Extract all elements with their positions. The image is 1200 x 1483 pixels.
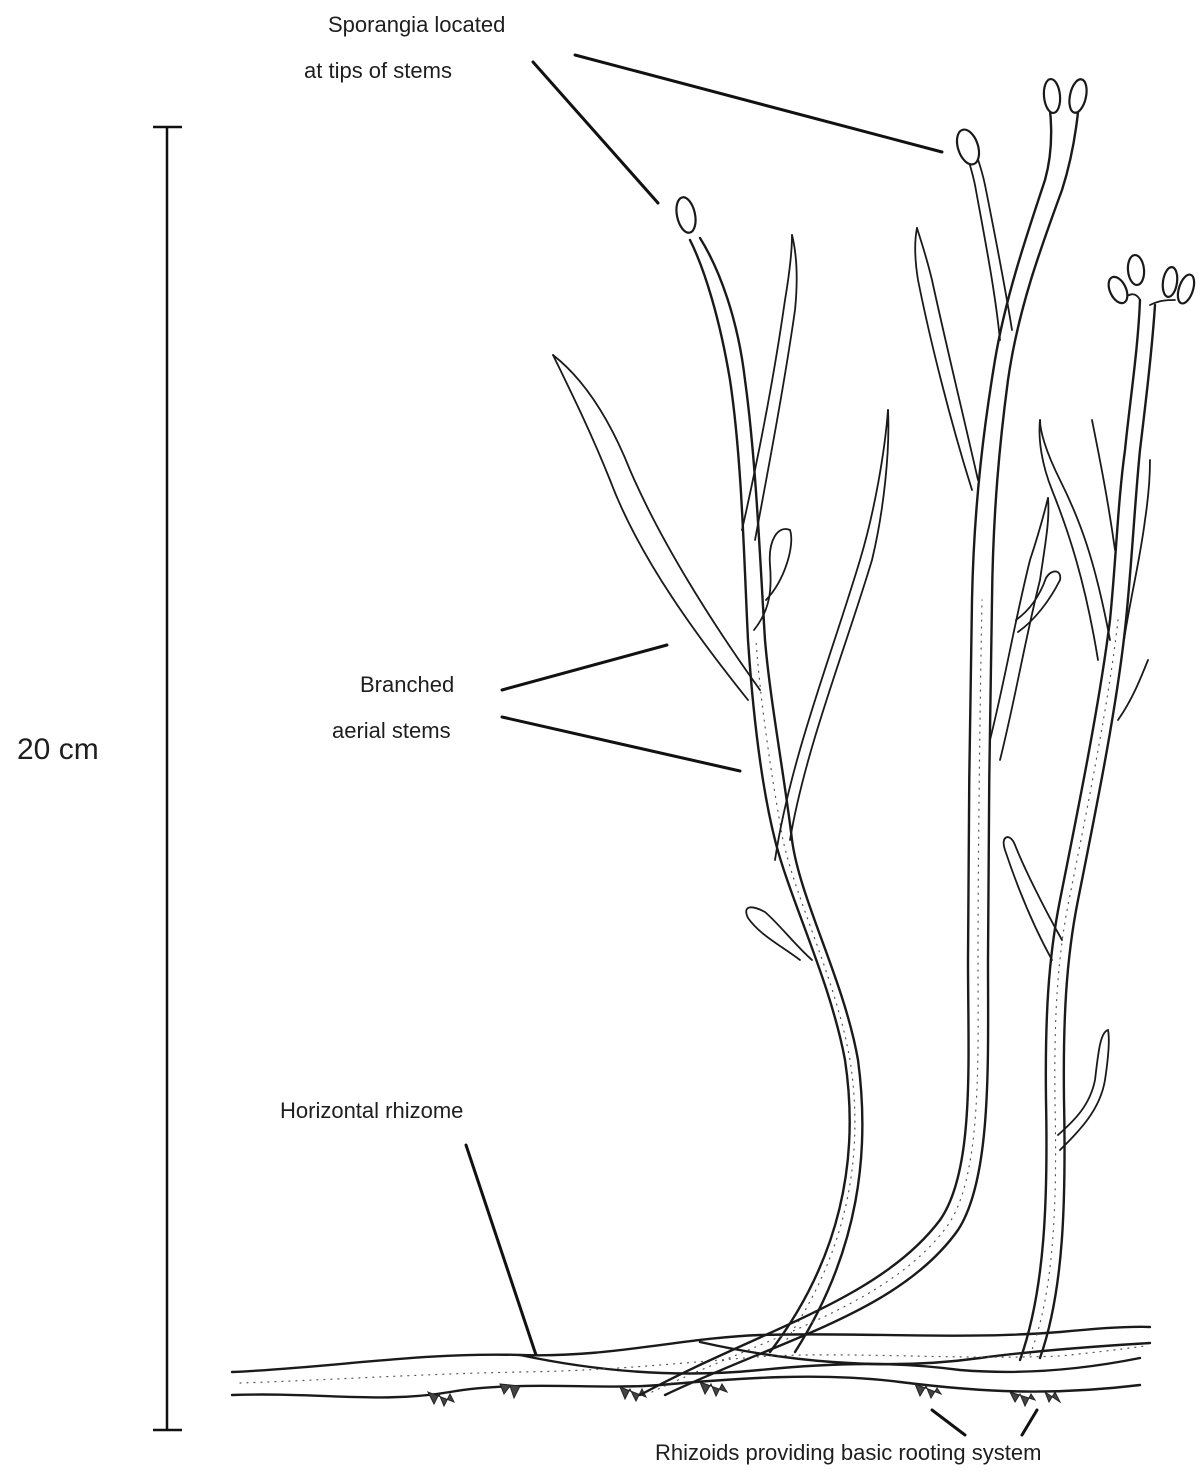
scale-label: 20 cm [17, 733, 99, 767]
aerial-stem-right [1004, 254, 1198, 1360]
sporangium [1127, 254, 1146, 285]
sporangia-label-line2: at tips of stems [304, 58, 452, 84]
sporangium [1161, 266, 1179, 298]
rhizoids-leader-left [932, 1410, 965, 1435]
rhizoids-leader-right [1022, 1410, 1037, 1435]
sporangium [1105, 274, 1131, 306]
branched-leader-lower [502, 717, 740, 771]
leader-lines [466, 55, 1037, 1435]
sporangium [1067, 78, 1090, 115]
aerial-stem-middle [640, 78, 1089, 1395]
sporangia-leader-left [533, 62, 658, 203]
sporangia-label-line1: Sporangia located [328, 12, 505, 38]
branched-label-line1: Branched [360, 672, 454, 698]
rhizome-label: Horizontal rhizome [280, 1098, 463, 1124]
scale-bar [153, 127, 182, 1430]
sporangium [673, 196, 698, 235]
branched-leader-upper [502, 645, 667, 690]
branched-label-line2: aerial stems [332, 718, 451, 744]
aerial-stem-left [553, 196, 888, 1352]
sporangium [1043, 78, 1062, 113]
horizontal-rhizome [232, 1327, 1150, 1398]
rhizome-leader [466, 1145, 536, 1355]
rhizoids-label: Rhizoids providing basic rooting system [655, 1440, 1041, 1466]
sporangia-leader-right [575, 55, 942, 152]
